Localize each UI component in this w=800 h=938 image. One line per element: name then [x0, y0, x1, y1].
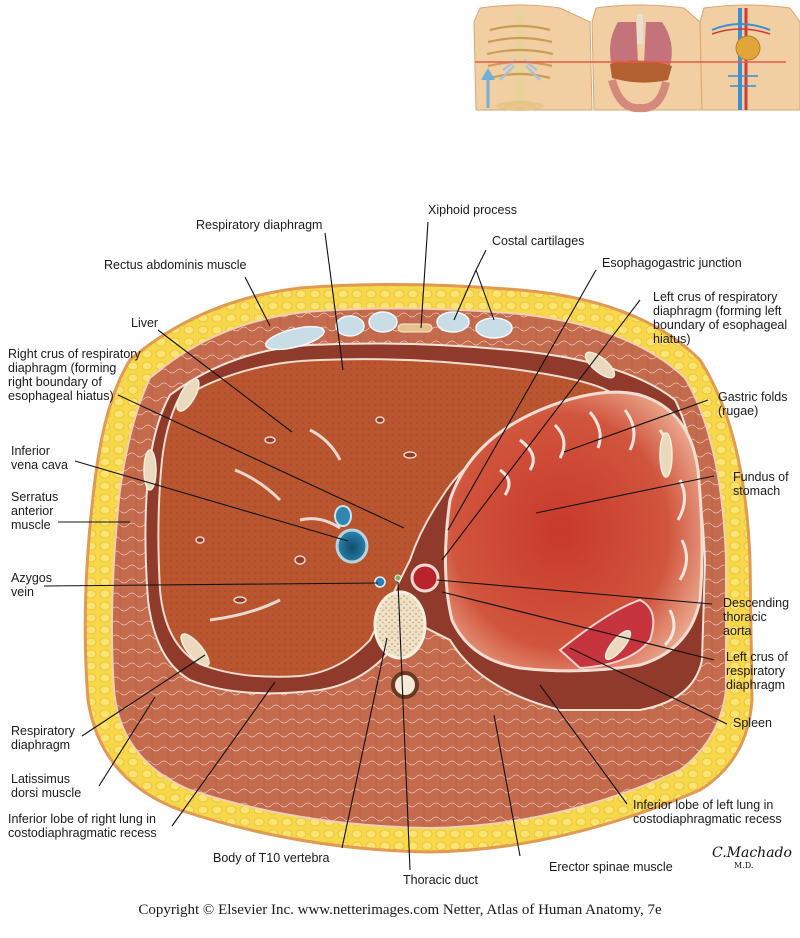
leader-thoracic-duct [397, 581, 411, 871]
label-inferior-lobe-left-lung: Inferior lobe of left lung in costodiaph… [633, 798, 782, 826]
thoracic-duct [394, 574, 402, 582]
cross-section [83, 282, 754, 854]
leader-azygos-vein [43, 582, 379, 587]
label-inferior-vena-cava: Inferior vena cava [11, 444, 68, 472]
copyright-notice: Copyright © Elsevier Inc. www.netterimag… [138, 902, 662, 918]
label-latissimus-dorsi: Latissimus dorsi muscle [11, 772, 82, 800]
label-serratus-anterior: Serratus anterior muscle [11, 490, 59, 532]
inset-skeleton-panel [473, 4, 593, 111]
label-thoracic-duct: Thoracic duct [403, 873, 479, 887]
leader-right-crus-hiatus [117, 394, 405, 529]
label-right-crus-hiatus: Right crus of respiratory diaphragm (for… [8, 347, 141, 403]
label-descending-thoracic-aorta: Descending thoracic aorta [723, 596, 790, 638]
leader-spleen [569, 647, 728, 725]
leader-lines [43, 221, 728, 871]
inset-orientation-figures [473, 4, 800, 113]
label-xiphoid-process: Xiphoid process [428, 203, 517, 217]
label-azygos-vein: Azygos vein [11, 571, 52, 599]
viewing-direction-arrow-icon [481, 68, 495, 108]
label-inferior-lobe-right-lung: Inferior lobe of right lung in costodiap… [8, 812, 157, 840]
leader-gastric-folds [563, 399, 709, 453]
label-esophagogastric-junction: Esophagogastric junction [602, 256, 742, 270]
leader-liver [157, 329, 293, 433]
leader-costal-cartilage-b [475, 269, 495, 321]
leader-right-lung-lobe [171, 681, 276, 827]
label-left-crus: Left crus of respiratory diaphragm [726, 650, 788, 692]
liver-vessels [195, 416, 417, 622]
label-fundus-of-stomach: Fundus of stomach [733, 470, 789, 498]
leader-erector-spinae [493, 714, 521, 857]
gastric-rugae [499, 409, 688, 647]
leader-left-lung-lobe [539, 684, 628, 805]
label-gastric-folds: Gastric folds (rugae) [718, 390, 788, 418]
label-respiratory-diaphragm-bottom: Respiratory diaphragm [11, 724, 75, 752]
leader-body-t10 [341, 637, 388, 849]
leader-esophagogastric-junction [447, 269, 597, 531]
xiphoid-process [397, 323, 433, 333]
signature-suffix: M.D. [734, 861, 754, 870]
label-liver: Liver [131, 316, 159, 330]
leader-descending-aorta [436, 579, 713, 605]
leader-respiratory-diaphragm-bottom [81, 654, 206, 737]
label-left-crus-hiatus: Left crus of respiratory diaphragm (form… [653, 290, 788, 346]
hepatic-vein [334, 505, 352, 527]
costal-cartilages [265, 311, 513, 351]
ribs [143, 351, 673, 667]
leader-xiphoid-process [420, 221, 429, 329]
label-erector-spinae: Erector spinae muscle [549, 860, 673, 874]
artist-signature: C.Machado M.D. [712, 845, 792, 871]
inset-organs-panel [591, 4, 703, 113]
spleen [558, 598, 655, 670]
spinal-canal [391, 671, 419, 699]
leader-rectus-abdominis [244, 276, 271, 327]
leader-inferior-vena-cava [74, 460, 349, 542]
inset-vessels-panel [699, 4, 800, 111]
leader-latissimus-dorsi [98, 696, 156, 787]
inferior-vena-cava [335, 528, 369, 564]
label-body-of-t10-vertebra: Body of T10 vertebra [213, 851, 330, 865]
label-respiratory-diaphragm-top: Respiratory diaphragm [196, 218, 323, 232]
azygos-vein [374, 576, 386, 588]
leader-left-crus-hiatus [441, 299, 641, 561]
descending-aorta [410, 563, 440, 593]
label-rectus-abdominis: Rectus abdominis muscle [104, 258, 247, 272]
leader-left-crus [441, 591, 715, 661]
leader-fundus [535, 475, 715, 514]
signature-name: C.Machado [712, 845, 792, 861]
label-spleen: Spleen [733, 716, 772, 730]
leader-respiratory-diaphragm-top [324, 232, 344, 371]
label-costal-cartilages: Costal cartilages [492, 234, 585, 248]
